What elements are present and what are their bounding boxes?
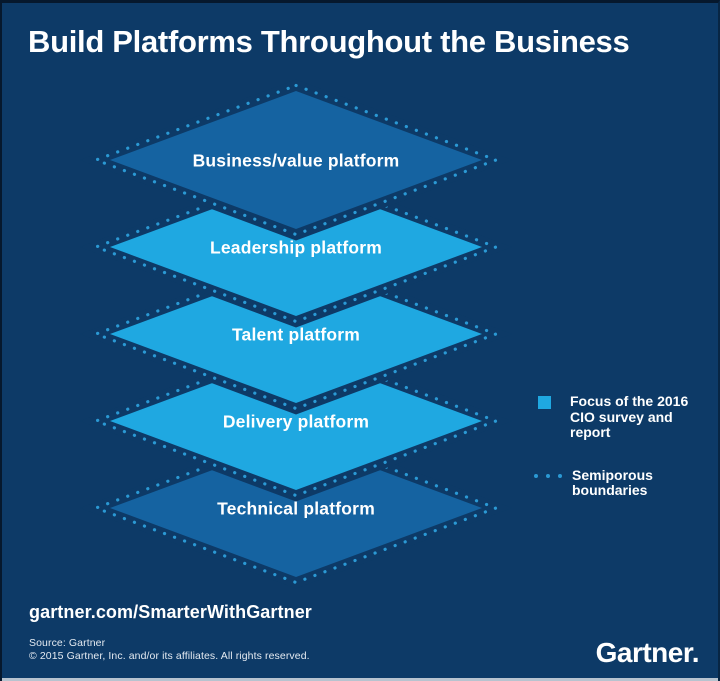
legend-item-boundaries: Semiporous boundaries	[534, 466, 707, 499]
platform-diamond-leadership: Leadership platform	[80, 166, 512, 328]
platform-diamond-technical: Technical platform	[80, 427, 512, 589]
platform-stack-diagram: Technical platform Delivery platform Talen…	[80, 79, 512, 589]
legend-focus-label: Focus of the 2016 CIO survey and report	[570, 393, 689, 440]
legend-item-focus: Focus of the 2016 CIO survey and report	[537, 393, 707, 441]
platform-diamond-delivery: Delivery platform	[80, 340, 512, 502]
legend: Focus of the 2016 CIO survey and report …	[534, 393, 707, 499]
semiporous-boundary-dots	[91, 257, 501, 411]
diamond-fill	[110, 178, 482, 316]
platform-label-business-value: Business/value platform	[193, 151, 400, 171]
focus-swatch-icon	[538, 396, 551, 409]
diamond-fill	[110, 91, 482, 229]
platform-label-technical: Technical platform	[217, 499, 375, 519]
gartner-url[interactable]: gartner.com/SmarterWithGartner	[29, 602, 312, 622]
legend-boundaries-label: Semiporous boundaries	[572, 466, 653, 498]
gartner-logo: Gartner.	[595, 637, 700, 668]
semiporous-boundary-dots	[91, 170, 501, 324]
platform-diamond-talent: Talent platform	[80, 253, 512, 415]
dot-icon	[558, 473, 562, 478]
platform-diamond-business-value: Business/value platform	[80, 79, 512, 241]
page-title: Build Platforms Throughout the Business	[28, 24, 630, 59]
platform-label-leadership: Leadership platform	[210, 238, 382, 258]
source-text: Source: Gartner	[29, 637, 106, 649]
bottom-edge-strip	[2, 678, 718, 681]
semiporous-boundary-dots	[91, 431, 501, 585]
diamond-fill	[110, 352, 482, 490]
platform-label-delivery: Delivery platform	[223, 412, 369, 432]
dot-icon	[546, 473, 550, 478]
diamond-fill	[110, 439, 482, 577]
dot-icon	[534, 473, 538, 478]
copyright-text: © 2015 Gartner, Inc. and/or its affiliat…	[29, 650, 310, 662]
diamond-fill	[110, 265, 482, 403]
platform-label-talent: Talent platform	[232, 325, 360, 345]
dotted-line-icon	[534, 473, 562, 478]
semiporous-boundary-dots	[91, 83, 501, 237]
semiporous-boundary-dots	[91, 344, 501, 498]
